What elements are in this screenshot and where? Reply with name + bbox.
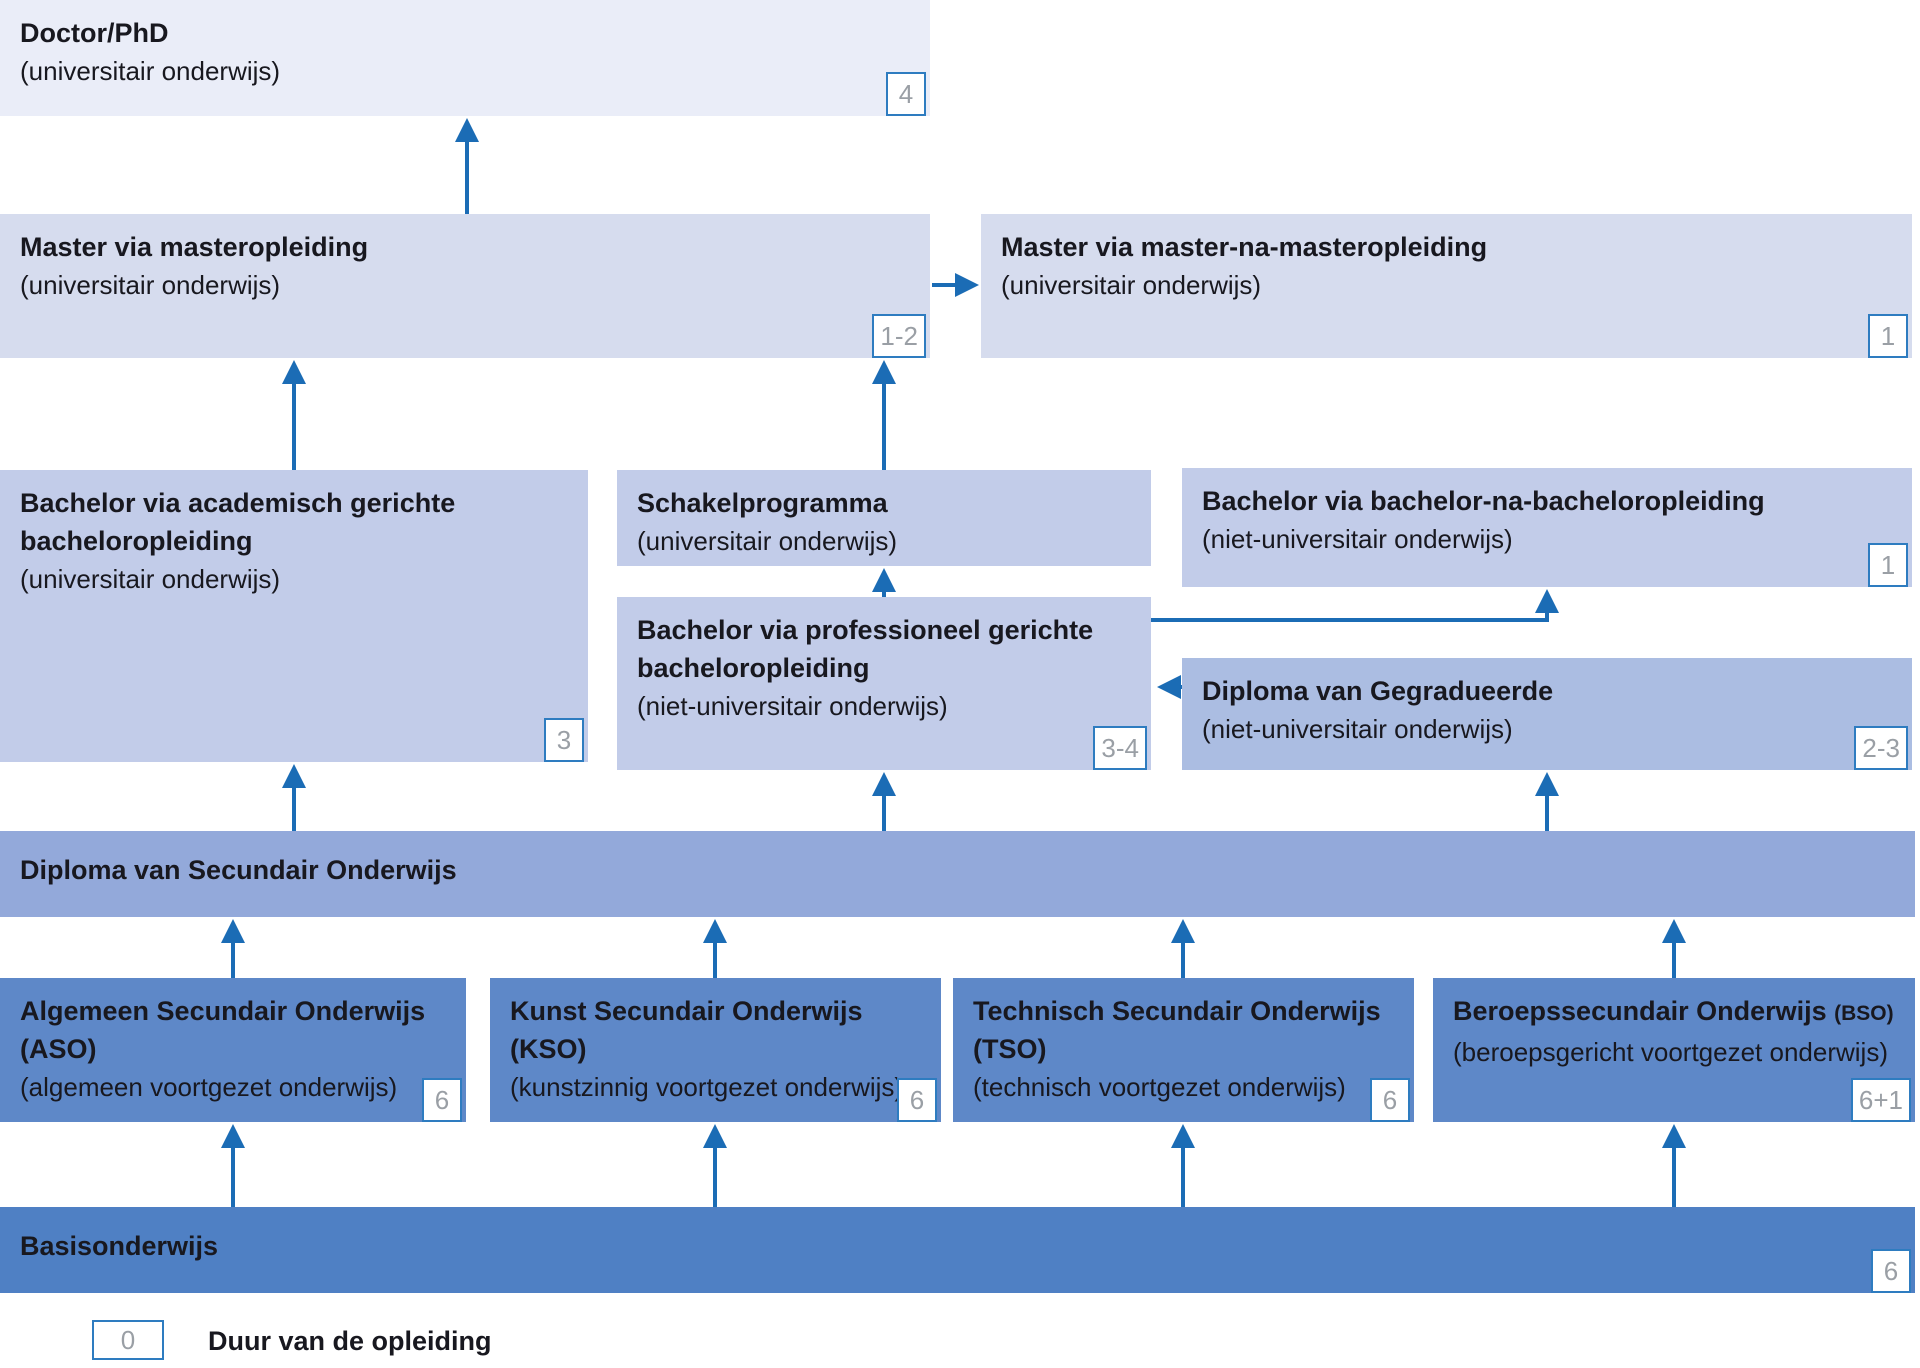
node-doctor-phd: Doctor/PhD (universitair onderwijs) 4 [0, 0, 930, 116]
node-subtitle: (kunstzinnig voortgezet onderwijs) [510, 1072, 904, 1102]
duration-badge: 6 [897, 1078, 937, 1122]
node-subtitle: (technisch voortgezet onderwijs) [973, 1072, 1346, 1102]
node-title: Doctor/PhD [20, 18, 169, 48]
duration-badge: 1 [1868, 314, 1908, 358]
node-basisonderwijs: Basisonderwijs 6 [0, 1207, 1915, 1293]
node-abbrev: (KSO) [510, 1034, 587, 1064]
node-title: Bachelor via bachelor-na-bacheloropleidi… [1202, 486, 1765, 516]
duration-badge: 1-2 [872, 314, 926, 358]
node-title: Algemeen Secundair Onderwijs [20, 996, 426, 1026]
node-title: Master via master-na-masteropleiding [1001, 232, 1488, 262]
node-subtitle: (niet-universitair onderwijs) [637, 691, 948, 721]
legend-duration-badge: 0 [92, 1320, 164, 1360]
arrow-professioneel-to-bachelor-na-bachelor [1151, 589, 1559, 622]
node-master: Master via masteropleiding (universitair… [0, 214, 930, 358]
node-title: Beroepssecundair Onderwijs (BSO) [1453, 996, 1894, 1026]
duration-badge: 3 [544, 718, 584, 762]
duration-badge: 6 [1871, 1249, 1911, 1293]
duration-badge: 6 [1370, 1078, 1410, 1122]
node-subtitle: (universitair onderwijs) [20, 270, 281, 300]
node-bso: Beroepssecundair Onderwijs (BSO) (beroep… [1433, 978, 1915, 1122]
node-title: Diploma van Gegradueerde [1202, 676, 1554, 706]
node-subtitle: (algemeen voortgezet onderwijs) [20, 1072, 398, 1102]
node-title: Bachelor via academisch gerichte bachelo… [20, 488, 456, 556]
legend-label: Duur van de opleiding [208, 1326, 492, 1356]
node-master-na-master: Master via master-na-masteropleiding (un… [981, 214, 1912, 358]
duration-badge: 3-4 [1093, 726, 1147, 770]
node-subtitle: (universitair onderwijs) [20, 56, 281, 86]
node-title: Bachelor via professioneel gerichte bach… [637, 615, 1094, 683]
node-abbrev: (TSO) [973, 1034, 1047, 1064]
node-subtitle: (universitair onderwijs) [20, 564, 281, 594]
node-abbrev: (ASO) [20, 1034, 97, 1064]
node-diploma-secundair: Diploma van Secundair Onderwijs [0, 831, 1915, 917]
node-bachelor-academisch: Bachelor via academisch gerichte bachelo… [0, 470, 588, 762]
node-title: Technisch Secundair Onderwijs [973, 996, 1381, 1026]
node-subtitle: (beroepsgericht voortgezet onderwijs) [1453, 1037, 1888, 1067]
node-title: Basisonderwijs [20, 1231, 219, 1261]
duration-badge: 6+1 [1850, 1078, 1911, 1122]
node-title: Schakelprogramma [637, 488, 888, 518]
node-title: Diploma van Secundair Onderwijs [20, 855, 457, 885]
node-kso: Kunst Secundair Onderwijs (KSO) (kunstzi… [490, 978, 941, 1122]
node-bachelor-professioneel: Bachelor via professioneel gerichte bach… [617, 597, 1151, 770]
node-abbrev: (BSO) [1834, 1002, 1894, 1025]
node-subtitle: (niet-universitair onderwijs) [1202, 714, 1513, 744]
duration-badge: 2-3 [1854, 726, 1908, 770]
node-bachelor-na-bachelor: Bachelor via bachelor-na-bacheloropleidi… [1182, 468, 1912, 587]
node-subtitle: (universitair onderwijs) [637, 526, 898, 556]
node-tso: Technisch Secundair Onderwijs (TSO) (tec… [953, 978, 1414, 1122]
node-subtitle: (niet-universitair onderwijs) [1202, 524, 1513, 554]
node-subtitle: (universitair onderwijs) [1001, 270, 1262, 300]
duration-badge: 1 [1868, 543, 1908, 587]
node-title: Kunst Secundair Onderwijs [510, 996, 863, 1026]
node-gegradueerde: Diploma van Gegradueerde (niet-universit… [1182, 658, 1912, 770]
node-aso: Algemeen Secundair Onderwijs (ASO) (alge… [0, 978, 466, 1122]
duration-badge: 6 [422, 1078, 462, 1122]
node-title: Master via masteropleiding [20, 232, 369, 262]
node-schakelprogramma: Schakelprogramma (universitair onderwijs… [617, 470, 1151, 566]
duration-badge: 4 [886, 72, 926, 116]
